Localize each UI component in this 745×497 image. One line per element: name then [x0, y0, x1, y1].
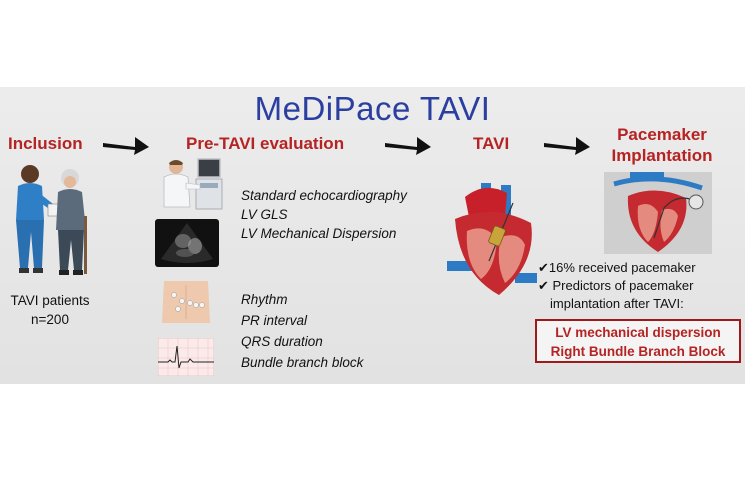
chest-electrodes-illustration — [160, 281, 212, 328]
results-list: ✔16% received pacemaker ✔ Predictors of … — [538, 259, 745, 313]
patients-label-text: TAVI patients — [10, 293, 90, 308]
arrow-right-icon — [383, 133, 433, 157]
predictor-item: LV mechanical dispersion — [555, 325, 721, 340]
echo-item: LV GLS — [241, 207, 288, 222]
ecg-strip-image — [157, 337, 215, 381]
arrow-right-icon — [101, 133, 151, 157]
result-pacemaker-rate: ✔16% received pacemaker — [538, 260, 696, 275]
step-pacemaker-line1: Pacemaker — [617, 125, 707, 144]
pacemaker-heart-illustration — [604, 172, 712, 259]
heart-valve-illustration — [445, 183, 541, 310]
ecg-item: QRS duration — [241, 334, 323, 349]
patients-count: n=200 — [31, 312, 69, 327]
predictors-box: LV mechanical dispersion Right Bundle Br… — [535, 319, 741, 363]
result-predictors-line1: ✔ Predictors of pacemaker — [538, 278, 694, 293]
echo-evaluation-list: Standard echocardiography LV GLS LV Mech… — [241, 186, 407, 243]
step-inclusion: Inclusion — [8, 134, 83, 153]
step-pre-tavi-evaluation: Pre-TAVI evaluation — [186, 134, 345, 153]
step-pacemaker-line2: Implantation — [611, 146, 713, 165]
ecg-item: Bundle branch block — [241, 355, 364, 370]
ecg-item: PR interval — [241, 313, 308, 328]
ecg-item: Rhythm — [241, 292, 288, 307]
echo-image — [155, 219, 219, 272]
echo-item: LV Mechanical Dispersion — [241, 226, 397, 241]
arrow-right-icon — [542, 133, 592, 157]
ecg-evaluation-list: Rhythm PR interval QRS duration Bundle b… — [241, 289, 363, 373]
step-pacemaker-implantation: Pacemaker Implantation — [610, 124, 714, 166]
result-predictors-line2: implantation after TAVI: — [550, 296, 684, 311]
step-tavi: TAVI — [473, 134, 510, 153]
infographic-title: MeDiPace TAVI — [254, 90, 491, 127]
nurse-patient-illustration — [6, 160, 96, 287]
patients-label: TAVI patients n=200 — [0, 291, 100, 329]
predictor-item: Right Bundle Branch Block — [550, 344, 726, 359]
echo-item: Standard echocardiography — [241, 188, 407, 203]
doctor-echo-illustration — [160, 155, 225, 222]
